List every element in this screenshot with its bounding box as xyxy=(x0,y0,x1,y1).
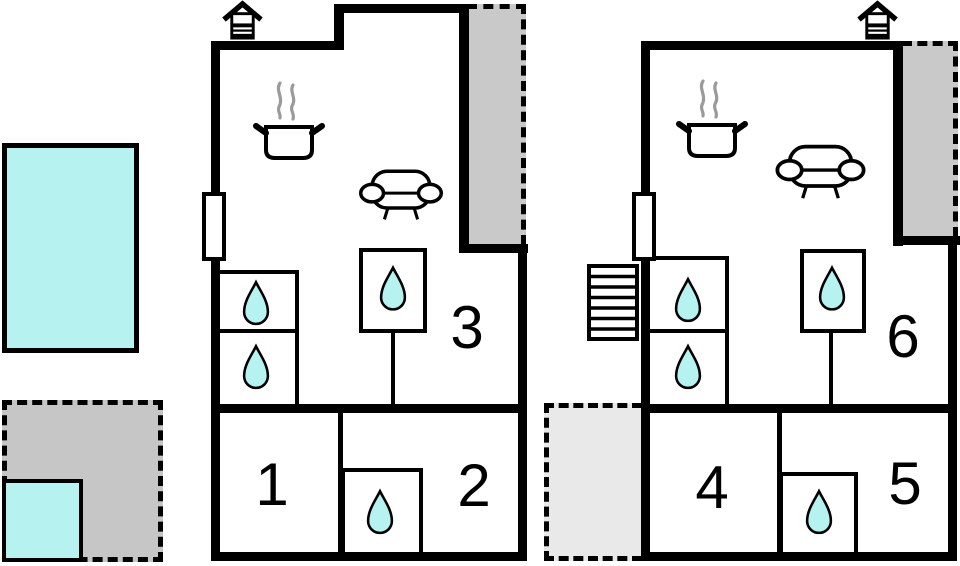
water-drop-icon xyxy=(379,264,407,311)
water-drop-icon xyxy=(242,279,270,326)
fireplace-chimney-icon xyxy=(222,0,263,40)
wall-segment xyxy=(211,329,299,333)
stove-icon xyxy=(676,79,748,158)
water-drop-icon xyxy=(366,488,394,535)
water-drop-icon xyxy=(805,488,833,535)
wall-segment xyxy=(893,41,903,246)
water-drop-icon xyxy=(674,343,702,390)
wall-segment xyxy=(211,41,220,561)
room-number-4: 4 xyxy=(695,454,729,521)
room-number-1: 1 xyxy=(255,451,289,518)
wall-segment xyxy=(211,41,343,50)
room-number-2: 2 xyxy=(457,452,491,519)
room-number-3: 3 xyxy=(450,294,484,361)
water-drop-icon xyxy=(242,343,270,390)
wall-segment xyxy=(459,244,528,253)
door-opening-icon xyxy=(632,192,656,261)
balcony-floor-1 xyxy=(467,4,526,245)
wall-segment xyxy=(334,4,344,50)
terrace-floor-2 xyxy=(544,403,642,561)
hot-tub xyxy=(2,479,83,562)
wall-segment xyxy=(948,236,957,561)
wall-segment xyxy=(211,404,524,413)
stove-icon xyxy=(253,81,325,160)
wall-segment xyxy=(893,236,960,245)
wall-segment xyxy=(391,331,395,406)
wall-segment xyxy=(641,41,903,50)
door-opening-icon xyxy=(202,192,226,261)
room-number-5: 5 xyxy=(888,450,922,517)
water-drop-icon xyxy=(674,276,702,323)
room-number-6: 6 xyxy=(886,303,920,370)
bathroom-block xyxy=(341,468,423,558)
stairs-icon xyxy=(587,264,639,341)
wall-segment xyxy=(641,329,729,333)
fireplace-chimney-icon xyxy=(857,0,898,40)
water-drop-icon xyxy=(818,264,846,311)
swimming-pool xyxy=(2,143,139,353)
balcony-floor-2 xyxy=(902,41,958,237)
sofa-icon xyxy=(359,169,443,220)
wall-segment xyxy=(334,4,469,13)
wall-segment xyxy=(641,404,957,413)
bathroom-block xyxy=(779,472,858,558)
wall-segment xyxy=(338,406,343,556)
sofa-icon xyxy=(775,144,866,199)
wall-segment xyxy=(641,41,650,561)
wall-segment xyxy=(829,331,833,406)
bathroom-block xyxy=(800,249,866,333)
wall-segment xyxy=(518,244,527,561)
bathroom-block xyxy=(211,270,299,409)
wall-segment xyxy=(459,4,469,253)
